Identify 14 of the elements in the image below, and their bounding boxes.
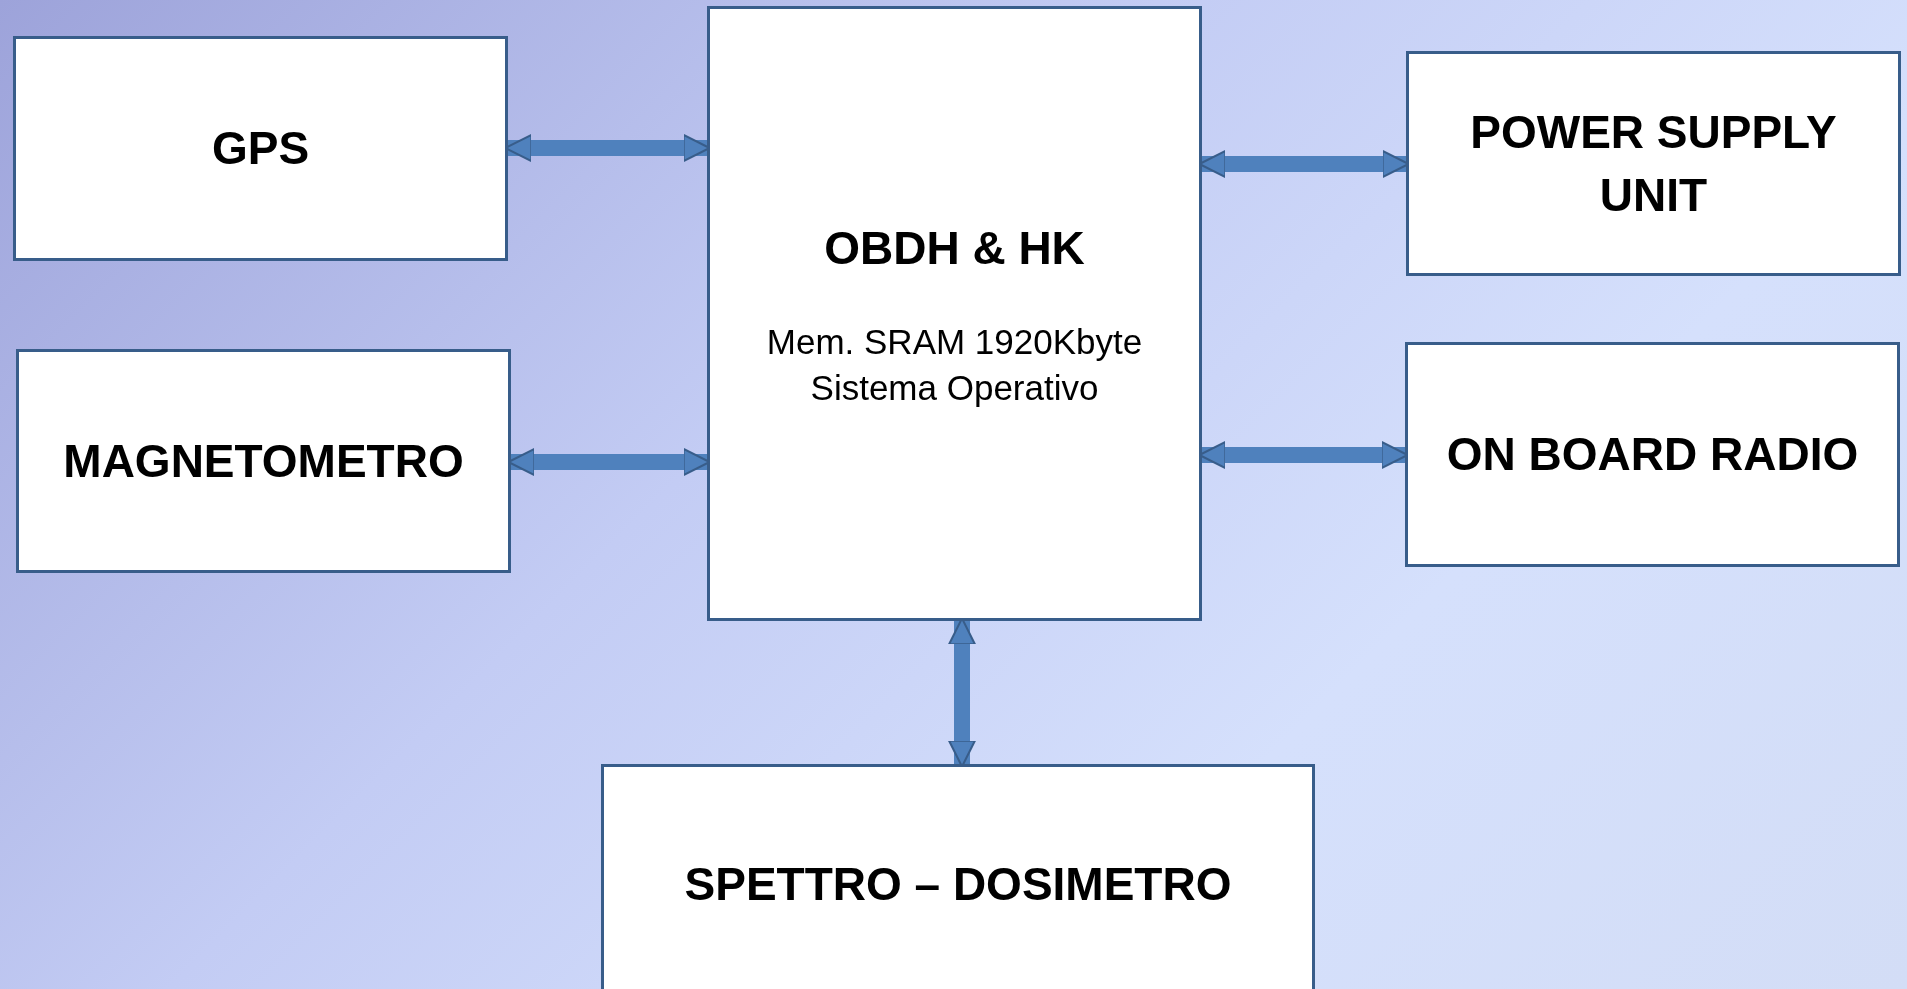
block-detail: Mem. SRAM 1920Kbyte bbox=[765, 321, 1144, 364]
block-title: MAGNETOMETRO bbox=[62, 433, 465, 489]
block-detail: Sistema Operativo bbox=[809, 366, 1100, 409]
block-box bbox=[16, 349, 511, 573]
block-box bbox=[601, 764, 1315, 989]
block-title: SPETTRO – DOSIMETRO bbox=[683, 856, 1233, 912]
block-box bbox=[13, 36, 508, 261]
block-box bbox=[1405, 342, 1900, 567]
block-title: ON BOARD RADIO bbox=[1445, 427, 1860, 483]
block-title: POWER SUPPLY UNIT bbox=[1469, 105, 1838, 223]
block-box bbox=[1406, 51, 1901, 276]
block-box bbox=[707, 6, 1202, 621]
block-title: OBDH & HK bbox=[823, 220, 1086, 276]
block-title: GPS bbox=[210, 121, 311, 177]
